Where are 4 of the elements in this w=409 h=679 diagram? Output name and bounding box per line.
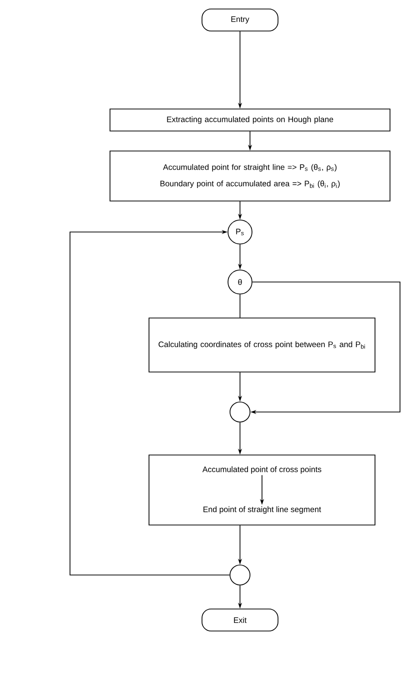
connector-circle [230, 564, 250, 586]
process-box [148, 454, 376, 526]
arrow [70, 230, 230, 576]
connector-circle [230, 402, 250, 422]
